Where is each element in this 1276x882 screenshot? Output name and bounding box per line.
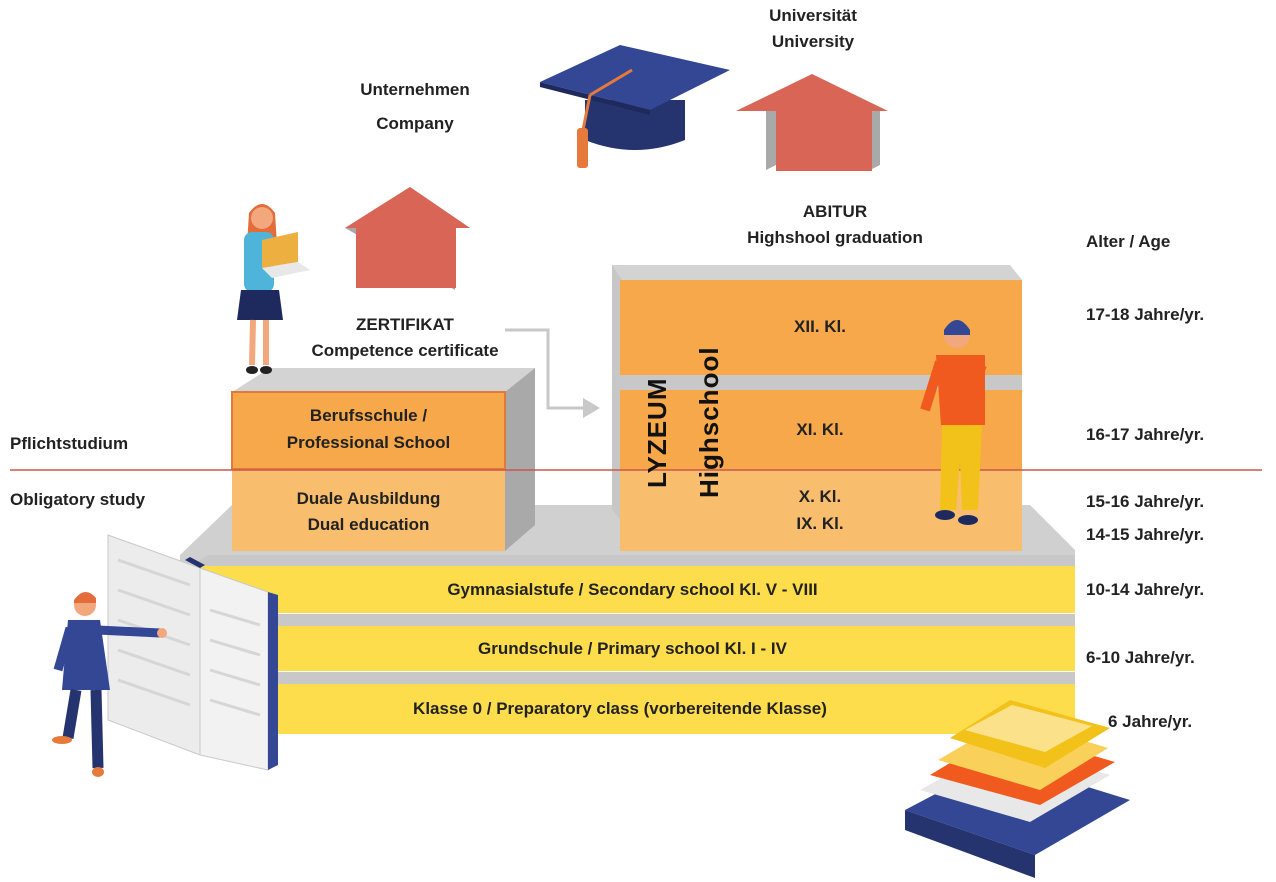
- compulsory-label-en: Obligatory study: [10, 490, 146, 509]
- grade-11-label: XI. Kl.: [796, 420, 844, 439]
- student-laptop-icon: [237, 204, 310, 374]
- book-stack-icon: [905, 700, 1130, 878]
- age-17-18: 17-18 Jahre/yr.: [1086, 305, 1205, 324]
- professional-school-line2: Professional School: [286, 433, 451, 452]
- abitur-label-en: Highshool graduation: [747, 228, 923, 247]
- arrow-up-company-icon: [345, 187, 470, 290]
- age-14-15: 14-15 Jahre/yr.: [1086, 525, 1205, 544]
- compulsory-label-de: Pflichtstudium: [10, 434, 129, 453]
- company-label-de: Unternehmen: [360, 80, 470, 99]
- primary-band: [190, 626, 1075, 671]
- connector-arrow: [505, 328, 590, 410]
- secondary-band: [190, 566, 1075, 613]
- arrow-up-university-icon: [736, 74, 888, 171]
- dual-education-line1: Duale Ausbildung: [296, 489, 441, 508]
- teacher-figure-icon: [52, 591, 167, 777]
- certificate-label-de: ZERTIFIKAT: [356, 315, 454, 334]
- grade-9-label: IX. Kl.: [796, 514, 844, 533]
- professional-school-line1: Berufsschule /: [309, 406, 428, 425]
- vocational-lower-block: [232, 470, 505, 551]
- vocational-upper-block: [231, 391, 506, 470]
- company-label-en: Company: [376, 114, 454, 133]
- preparatory-band: [165, 684, 1075, 734]
- age-10-14: 10-14 Jahre/yr.: [1086, 580, 1205, 599]
- certificate-label-en: Competence certificate: [311, 341, 499, 360]
- graduation-cap-icon: [540, 45, 730, 168]
- age-16-17: 16-17 Jahre/yr.: [1086, 425, 1205, 444]
- abitur-label-de: ABITUR: [802, 202, 868, 221]
- age-15-16: 15-16 Jahre/yr.: [1086, 492, 1205, 511]
- lyceum-top: [612, 265, 1022, 280]
- university-label-de: Universität: [769, 6, 857, 25]
- primary-school-label: Grundschule / Primary school Kl. I - IV: [478, 638, 787, 658]
- vocational-block-top: [232, 368, 535, 392]
- grade-12-label: XII. Kl.: [794, 317, 846, 336]
- age-6-10: 6-10 Jahre/yr.: [1086, 648, 1195, 667]
- age-header: Alter / Age: [1086, 232, 1171, 251]
- university-label-en: University: [771, 32, 855, 51]
- vocational-block-side: [505, 368, 535, 551]
- secondary-school-label: Gymnasialstufe / Secondary school Kl. V …: [447, 579, 818, 599]
- open-book-icon: [107, 534, 278, 771]
- lyceum-title-de: LYZEUM: [642, 377, 672, 489]
- student-boy-icon: [920, 320, 987, 525]
- grade-10-label: X. Kl.: [798, 487, 842, 506]
- age-6: 6 Jahre/yr.: [1108, 712, 1193, 731]
- dual-education-line2: Dual education: [307, 515, 430, 534]
- preparatory-class-label: Klasse 0 / Preparatory class (vorbereite…: [413, 699, 827, 718]
- lyceum-title-en: Highschool: [694, 346, 724, 498]
